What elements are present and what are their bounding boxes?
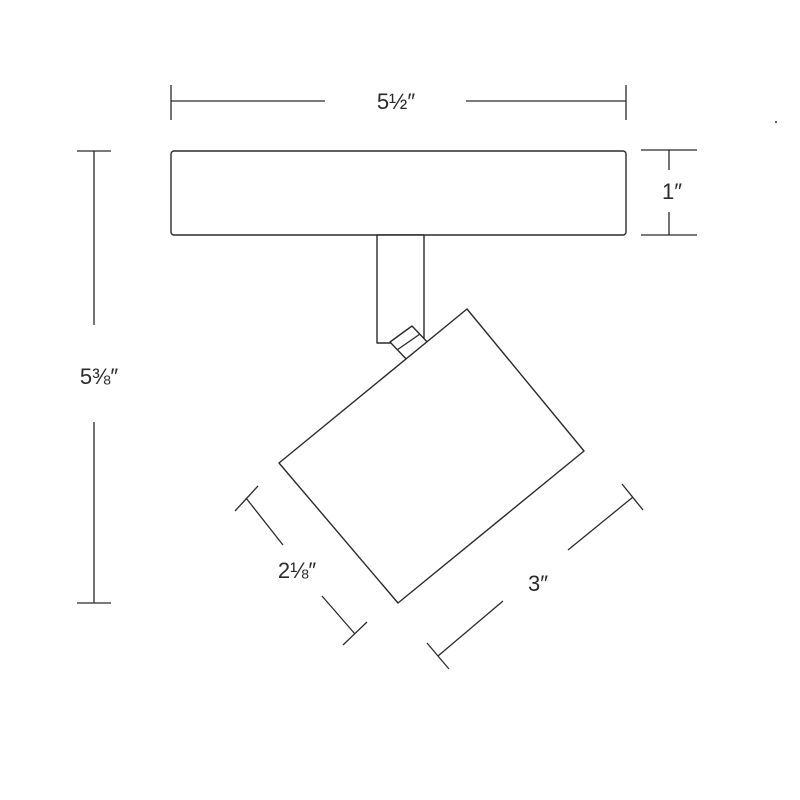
head-length-dimension: 3″: [426, 483, 644, 670]
lamp-head: [278, 308, 585, 604]
stem: [376, 234, 425, 344]
length-line-right: [567, 496, 634, 551]
width-dimension: 5½″: [170, 85, 627, 120]
stray-dot: [775, 121, 777, 123]
canopy-height-dimension: 1″: [641, 149, 697, 236]
width-label: 5½″: [377, 89, 416, 114]
canopy: [170, 150, 627, 236]
head-length-label: 3″: [528, 571, 548, 596]
total-height-dimension: 5⅜″: [77, 150, 119, 604]
head-diameter-label: 2⅛″: [278, 558, 317, 583]
canopy-height-label: 1″: [662, 179, 682, 204]
diameter-line-bottom: [321, 595, 356, 635]
total-height-label: 5⅜″: [80, 364, 119, 389]
length-line-left: [437, 600, 504, 657]
diameter-line-top: [245, 497, 284, 546]
head-diameter-dimension: 2⅛″: [234, 485, 368, 646]
